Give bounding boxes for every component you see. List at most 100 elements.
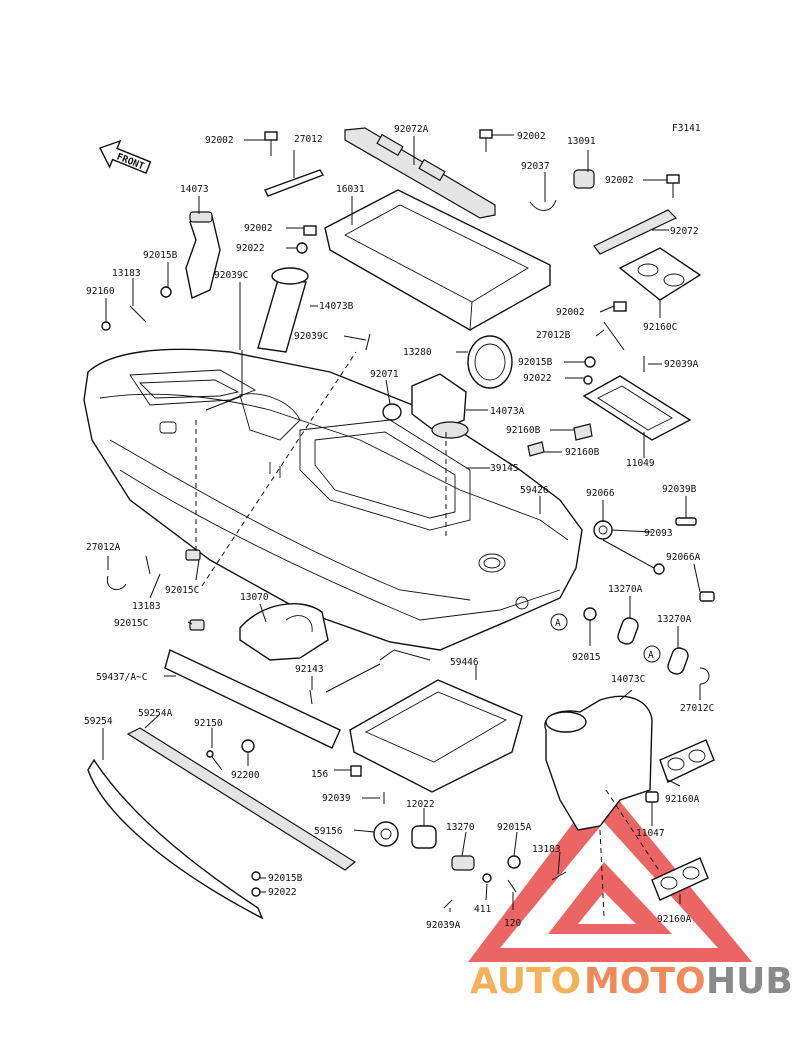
part-label: 14073C — [611, 674, 645, 685]
part-label: 92015C — [114, 618, 148, 629]
hook-27012a — [106, 575, 127, 591]
part-label: 92143 — [295, 664, 324, 675]
gasket-92160a-upper — [659, 739, 715, 783]
part-label: 92037 — [521, 161, 550, 172]
cover-13070 — [239, 603, 329, 661]
bolt-92002-top-left — [264, 131, 278, 156]
front-arrow: FRONT — [99, 139, 152, 174]
duct-14073a — [411, 373, 469, 439]
part-label: 92200 — [231, 770, 260, 781]
part-label: 13183 — [112, 268, 141, 279]
part-label: 59446 — [450, 657, 479, 668]
bolt-92143 — [309, 689, 313, 705]
bar-59437 — [164, 649, 341, 749]
strap-27012b — [603, 321, 625, 351]
pad-92160c — [618, 247, 702, 301]
part-label: 92160A — [665, 794, 700, 805]
part-label: 92002 — [244, 223, 273, 234]
part-label: 13270A — [657, 614, 692, 625]
washer-92022-lower — [251, 887, 261, 897]
part-label: 92002 — [205, 135, 234, 146]
part-label: 92039B — [662, 484, 697, 495]
part-label: 39145 — [490, 463, 519, 474]
part-label: 156 — [311, 769, 328, 780]
leader-lines — [102, 134, 701, 912]
part-label: 27012B — [536, 330, 571, 341]
rail-59254 — [87, 758, 264, 920]
bolt-92002-top-mid — [479, 129, 493, 152]
part-label: 92039C — [214, 270, 248, 281]
bolt-92150 — [206, 750, 223, 771]
part-label: 92039C — [294, 331, 328, 342]
part-label: 92015B — [143, 250, 178, 261]
part-label: 92022 — [523, 373, 552, 384]
part-label: 11047 — [636, 828, 665, 839]
part-label: 27012 — [294, 134, 323, 145]
strap-27012 — [264, 169, 325, 197]
part-label: 92015B — [268, 873, 303, 884]
nut-92015b-right — [584, 356, 596, 368]
svg-text:A: A — [648, 650, 654, 661]
washer-92200 — [241, 739, 255, 753]
part-label: 92160B — [506, 425, 541, 436]
washer-92022-mid — [296, 242, 308, 254]
plate-92015c-a — [185, 549, 201, 561]
part-label: 13270 — [446, 822, 475, 833]
part-label: 92093 — [644, 528, 673, 539]
svg-text:HUB: HUB — [706, 961, 793, 1002]
rail-59254a — [126, 727, 357, 871]
hook-27012c — [699, 667, 710, 685]
part-label: 92015C — [165, 585, 199, 596]
strap-13183-left — [129, 305, 147, 323]
part-label: 14073 — [180, 184, 209, 195]
watermark-logo — [468, 782, 752, 962]
part-label: 27012C — [680, 703, 714, 714]
part-label: 16031 — [336, 184, 365, 195]
bolt-120 — [507, 879, 517, 893]
part-label: 12022 — [406, 799, 435, 810]
part-label: 92150 — [194, 718, 223, 729]
part-label: 92039 — [322, 793, 351, 804]
part-label: 11049 — [626, 458, 655, 469]
part-label: 92066 — [586, 488, 615, 499]
part-label: 59254 — [84, 716, 113, 727]
part-label: 92039A — [664, 359, 699, 370]
svg-text:AUTO: AUTO — [470, 961, 581, 1002]
hose-14073 — [185, 211, 221, 299]
part-label: 411 — [474, 904, 491, 915]
plate-92015c-b — [189, 619, 205, 631]
part-label: 13070 — [240, 592, 269, 603]
part-label: 59254A — [138, 708, 173, 719]
part-label: 92072A — [394, 124, 429, 135]
plate-13270a-right — [667, 647, 689, 675]
muffler-14073c — [544, 695, 653, 831]
gasket-92160a-lower — [651, 857, 709, 901]
hull — [83, 348, 583, 651]
part-label: 92039A — [426, 920, 461, 931]
part-label: 92022 — [268, 887, 297, 898]
nut-92160-left — [101, 321, 111, 331]
strap-13183-mid — [145, 555, 151, 575]
part-label: 13183 — [532, 844, 561, 855]
cap-13091 — [573, 169, 595, 189]
plug-92039a-lower — [443, 899, 453, 909]
clip-92037 — [529, 199, 557, 211]
part-label: 13183 — [132, 601, 161, 612]
part-label: 13091 — [567, 136, 596, 147]
part-label: 92002 — [556, 307, 585, 318]
nut-92002-right — [613, 301, 627, 312]
duct-14073b — [257, 267, 309, 353]
part-label: 92160A — [657, 914, 692, 925]
nut-92015b-lower — [251, 871, 261, 881]
svg-text:MOTO: MOTO — [584, 961, 706, 1002]
part-label: 92015A — [497, 822, 532, 833]
part-label: 92071 — [370, 369, 399, 380]
part-label: 92015 — [572, 652, 601, 663]
part-label: 92160B — [565, 447, 600, 458]
strap-13183-lower — [551, 871, 567, 881]
plug-92039b — [675, 517, 697, 526]
nut-92002-mid — [303, 225, 317, 236]
nozzle-92066 — [593, 520, 613, 540]
part-label: 13270A — [608, 584, 643, 595]
part-label: 92072 — [670, 226, 699, 237]
